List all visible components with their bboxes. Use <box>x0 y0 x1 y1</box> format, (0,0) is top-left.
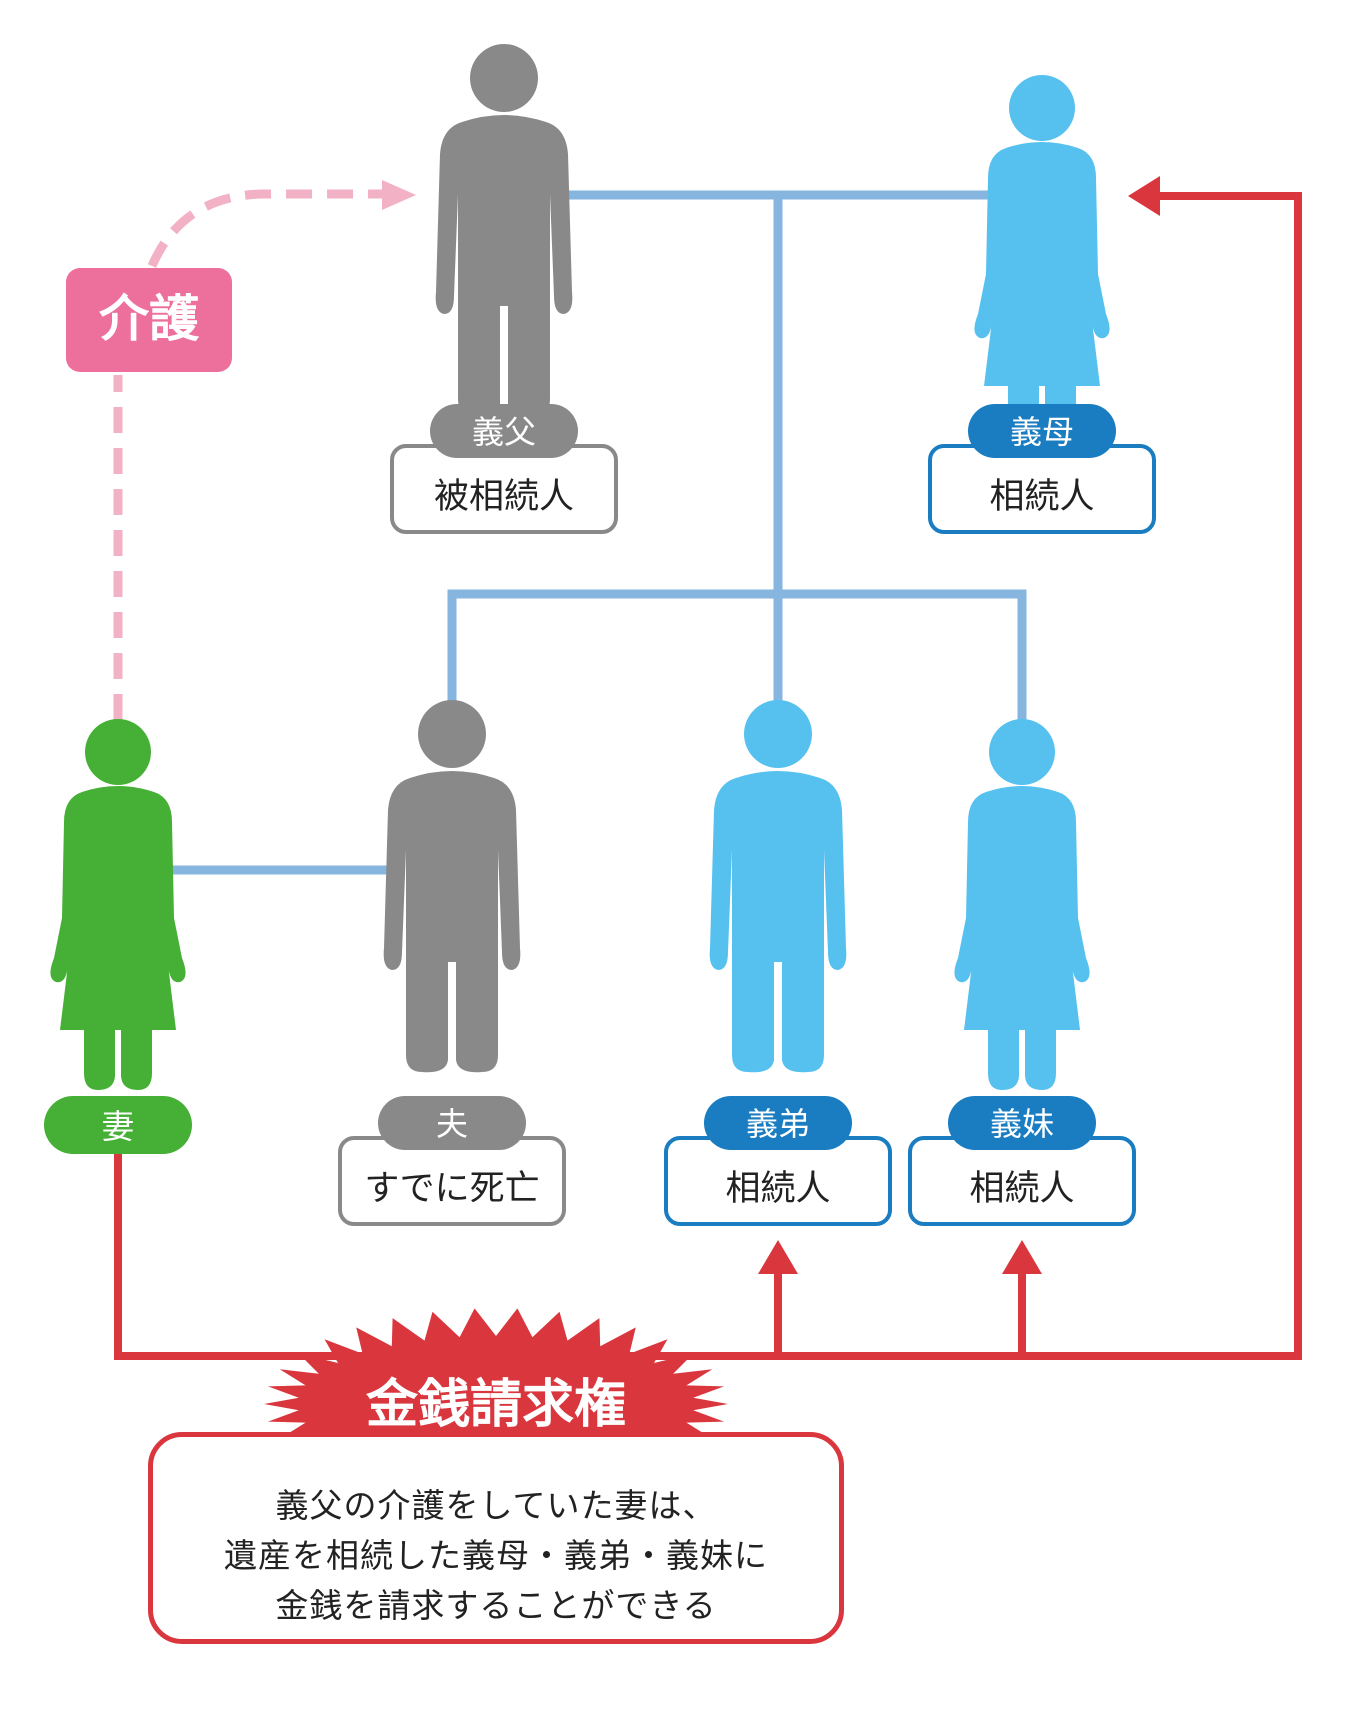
sister-in-law-label: 義妹 相続人 <box>908 1096 1136 1226</box>
claim-arrowhead-brother-icon <box>758 1240 798 1274</box>
care-path <box>113 189 382 720</box>
claim-lines <box>114 192 1302 1360</box>
father-in-law-label: 義父 被相続人 <box>390 404 618 534</box>
wife-figure-icon <box>50 719 186 1090</box>
mother-in-law-name: 義母 <box>1010 413 1074 451</box>
mother-in-law-figure-icon <box>974 75 1110 446</box>
wife-label: 妻 <box>44 1096 192 1154</box>
husband-role: すでに死亡 <box>364 1169 539 1209</box>
sister-in-law-name: 義妹 <box>990 1105 1054 1143</box>
sister-in-law-role: 相続人 <box>969 1169 1074 1209</box>
care-badge: 介護 <box>66 268 232 372</box>
sister-in-law-figure-icon <box>954 719 1090 1090</box>
brother-in-law-figure-icon <box>709 700 847 1073</box>
care-label: 介護 <box>99 290 200 348</box>
care-dashed-curve <box>147 189 382 268</box>
mother-in-law-label: 義母 相続人 <box>928 404 1156 534</box>
husband-figure-icon <box>383 700 521 1073</box>
care-arrowhead-icon <box>382 180 416 210</box>
brother-in-law-label: 義弟 相続人 <box>664 1096 892 1226</box>
claim-description-box: 義父の介護をしていた妻は、 遺産を相続した義母・義弟・義妹に 金銭を請求すること… <box>148 1432 844 1644</box>
wife-name: 妻 <box>102 1107 135 1146</box>
claim-description-line-1: 義父の介護をしていた妻は、 <box>275 1486 717 1525</box>
claim-arrowhead-mother-icon <box>1128 176 1160 216</box>
husband-name: 夫 <box>436 1105 468 1143</box>
brother-in-law-role: 相続人 <box>725 1169 830 1209</box>
claim-line-main <box>114 192 1302 1360</box>
mother-in-law-role: 相続人 <box>989 477 1094 517</box>
claim-title: 金銭請求権 <box>365 1375 626 1435</box>
husband-label: 夫 すでに死亡 <box>338 1096 566 1226</box>
father-in-law-role: 被相続人 <box>434 477 574 517</box>
father-in-law-name: 義父 <box>472 413 536 451</box>
brother-in-law-name: 義弟 <box>746 1105 810 1143</box>
claim-description-line-3: 金銭を請求することができる <box>275 1586 717 1625</box>
father-in-law-figure-icon <box>435 44 573 417</box>
claim-arrowhead-sister-icon <box>1002 1240 1042 1274</box>
claim-description-line-2: 遺産を相続した義母・義弟・義妹に <box>224 1536 768 1575</box>
children-branch-line <box>447 589 1027 722</box>
family-lines <box>170 190 1027 875</box>
